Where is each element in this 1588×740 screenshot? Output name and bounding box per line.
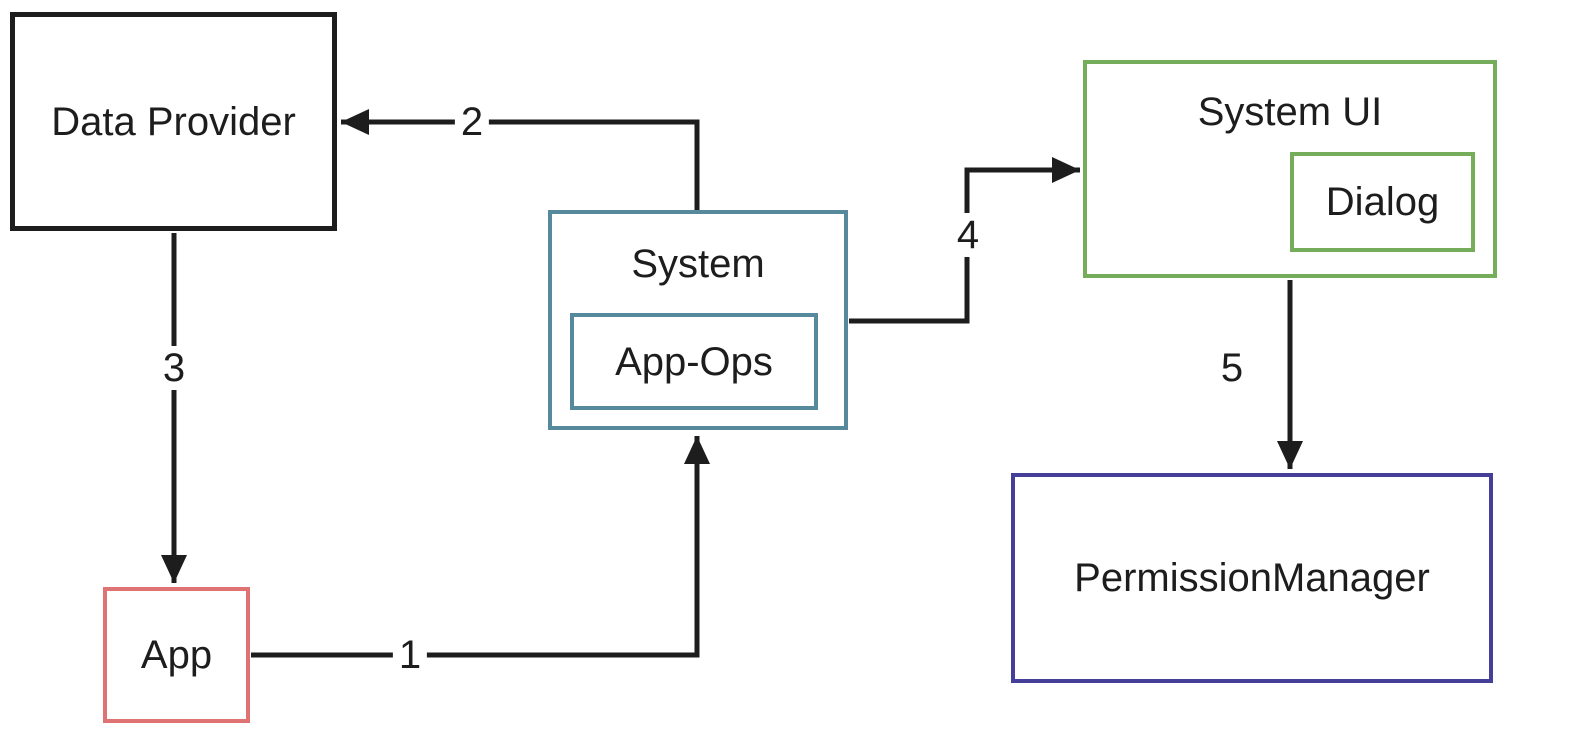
node-dialog-label: Dialog <box>1325 180 1440 224</box>
node-app-ops-label: App-Ops <box>615 339 773 384</box>
node-app: App <box>103 587 250 723</box>
node-data-provider: Data Provider <box>10 12 337 231</box>
edge-label-2: 2 <box>454 100 490 144</box>
node-system-ui: System UI Dialog <box>1083 60 1497 278</box>
node-data-provider-label: Data Provider <box>51 99 296 144</box>
edge-label-4: 4 <box>950 213 986 257</box>
node-app-label: App <box>140 633 213 677</box>
node-system-ui-label: System UI <box>1197 90 1383 134</box>
arrow-1-app-to-system <box>251 436 710 658</box>
node-permission-manager: PermissionManager <box>1011 473 1493 683</box>
node-permission-manager-label: PermissionManager <box>1074 556 1430 600</box>
node-dialog: Dialog <box>1290 152 1475 252</box>
arrow-2-system-to-data-provider <box>341 109 700 211</box>
edge-label-1: 1 <box>392 633 428 677</box>
node-system-label: System <box>631 242 765 286</box>
edge-label-3: 3 <box>156 346 192 390</box>
node-system: System App-Ops <box>548 210 848 430</box>
node-app-ops: App-Ops <box>570 313 818 410</box>
edge-label-5: 5 <box>1214 346 1250 390</box>
